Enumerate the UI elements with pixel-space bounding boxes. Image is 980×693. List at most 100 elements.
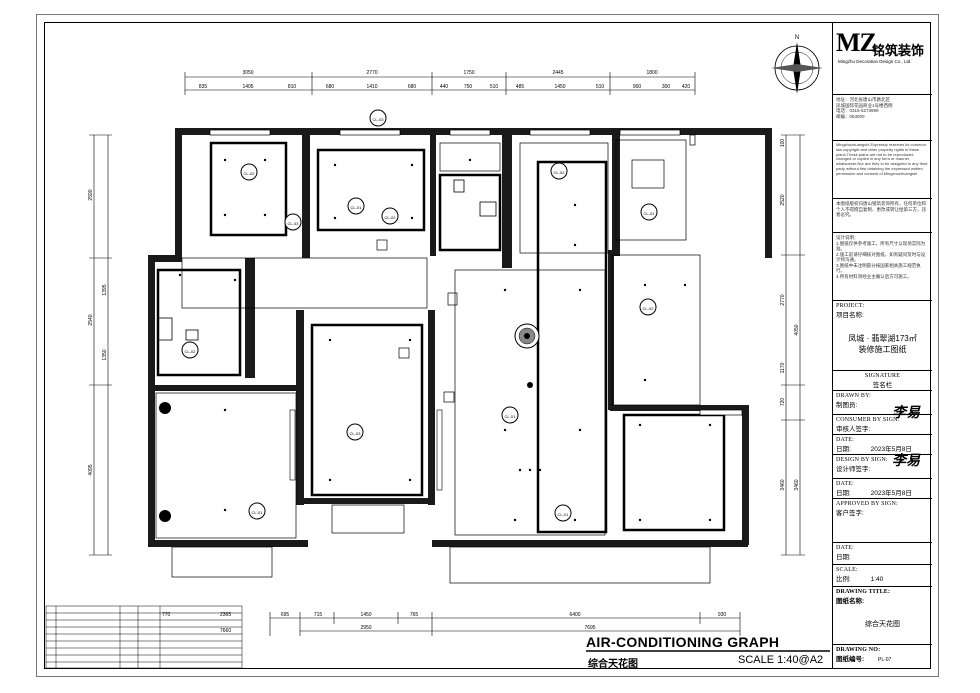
scale-label-cn: 比例: — [836, 576, 851, 583]
drawing-scale: SCALE 1:40@A2 — [738, 654, 824, 666]
left-dimension-text: 2590 1395 2540 1350 4095 — [88, 189, 108, 475]
project-name: 凤城 · 翡翠湖173㎡ — [848, 334, 917, 343]
svg-text:CL-01: CL-01 — [252, 510, 264, 515]
legend-dims: 770 2365 7660 — [162, 612, 231, 634]
tb-drawing-title: DRAWING TITLE: 图纸名称: 综合天花图 — [833, 586, 932, 644]
compass: N — [771, 35, 823, 94]
dim-bottom: 7695 — [584, 625, 595, 631]
address-line: 邮编：063000 — [836, 113, 865, 119]
project-label: PROJECT: — [836, 303, 865, 309]
drawing-no-label-cn: 图纸编号: — [836, 656, 865, 663]
date-value: 2023年5月8日 — [870, 490, 912, 497]
tb-date-2: DATE: 日期: 2023年5月8日 — [833, 478, 932, 498]
callout: CL-03 — [369, 109, 387, 127]
svg-text:CL-01: CL-01 — [351, 205, 363, 210]
dim-top-detail: 510 — [596, 84, 605, 90]
downlights — [178, 158, 712, 522]
design-by-label-cn: 设计师签字: — [836, 466, 871, 473]
dim-top-total: 3050 — [242, 70, 253, 76]
drawing-no-value: PL-07 — [877, 657, 892, 663]
dim-right: 100 — [780, 139, 786, 148]
project-label-cn: 项目名称: — [836, 312, 864, 319]
drawing-title-label-cn: 图纸名称: — [836, 598, 865, 605]
legend-dim: 2365 — [220, 612, 231, 618]
dim-top-detail: 440 — [440, 84, 449, 90]
windows — [171, 129, 743, 584]
svg-text:CL-02: CL-02 — [244, 171, 256, 176]
callout: CL-02 — [381, 207, 399, 225]
tb-address: 地址：河北省唐山市路北区 凤城国际花园商业1号楼西侧 电话：0315-52739… — [833, 94, 932, 140]
drawing-sheet — [44, 22, 931, 669]
tb-consumer: CONSUMER BY SIGN: 审核人签字: — [833, 414, 932, 434]
drawing-title-label: DRAWING TITLE: — [836, 589, 891, 595]
address-line: 电话：0315-5273999 — [836, 108, 879, 113]
callout: CL-01 — [554, 504, 572, 522]
company-name-en: Mingzhu Decoration Design Co., Ltd — [838, 59, 911, 64]
tb-design-by: DESIGN BY SIGN: 设计师签字: — [833, 454, 932, 478]
dim-bottom: 1450 — [360, 612, 371, 618]
consumer-label: CONSUMER BY SIGN: — [836, 417, 900, 423]
right-dimension-text: 100 2520 2770 4050 1170 720 3460 3460 — [780, 139, 800, 491]
tb-date-3: DATE: 日期: — [833, 542, 932, 564]
callout: CL-02 — [181, 341, 199, 359]
date-label-cn: 日期: — [836, 446, 851, 453]
dim-top-detail: 485 — [516, 84, 525, 90]
drawing-title-en: AIR-CONDITIONING GRAPH — [586, 634, 780, 650]
dim-top-total: 1800 — [646, 70, 657, 76]
dim-top-detail: 1405 — [242, 84, 253, 90]
tb-date-1: DATE: 日期: 2023年5月8日 — [833, 434, 932, 454]
date-label: DATE: — [836, 481, 854, 487]
top-dimension-text: 3050 2770 1750 2445 1800 835 1405 810 68… — [199, 70, 691, 90]
svg-text:CL-03: CL-03 — [288, 221, 300, 226]
callout: CL-01 — [347, 197, 365, 215]
signature-label-cn: 签名栏 — [872, 382, 893, 389]
callout: CL-01 — [501, 406, 519, 424]
dim-right: 2520 — [780, 194, 786, 205]
svg-text:CL-02: CL-02 — [554, 170, 566, 175]
outer-frame — [36, 14, 939, 677]
dim-bottom: 715 — [314, 612, 323, 618]
date-label: DATE: — [836, 437, 854, 443]
callout: CL-03 — [346, 423, 364, 441]
tb-copyright-en: Mingzhuzhuangshi Expressly reserves its … — [833, 140, 932, 198]
top-dimension-lines — [184, 72, 696, 95]
drawing-title-cn: 综合天花图 — [588, 659, 638, 670]
callout: CL-02 — [240, 163, 258, 181]
svg-text:CL-02: CL-02 — [385, 215, 397, 220]
dim-left: 1350 — [102, 349, 108, 360]
tb-notes: 设计说明： 1.图纸仅供参考施工，所有尺寸以现场实际为准。 2.施工前请仔细核对… — [833, 232, 932, 300]
svg-text:CL-02: CL-02 — [185, 349, 197, 354]
scale-label: SCALE: — [836, 567, 858, 573]
tb-drawn-by: DRAWN BY: 制图员: — [833, 390, 932, 414]
dim-top-detail: 680 — [326, 84, 335, 90]
handwritten-signature: 李易 — [892, 453, 920, 469]
drawing-name: 综合天花图 — [865, 621, 900, 628]
walls — [148, 128, 772, 547]
dim-bottom: 2950 — [360, 625, 371, 631]
dim-top-detail: 510 — [490, 84, 499, 90]
company-logo: MZ — [836, 28, 877, 57]
note-line: 1.图纸仅供参考施工，所有尺寸以现场实际为准。 — [836, 240, 926, 252]
ceiling-outlines — [156, 141, 726, 534]
dim-bottom: 930 — [718, 612, 727, 618]
tb-drawing-no: DRAWING NO: 图纸编号: PL-07 — [833, 644, 932, 669]
approved-label: APPROVED BY SIGN: — [836, 501, 898, 507]
date-label-cn: 日期: — [836, 490, 851, 497]
note-line: 2.施工前请仔细核对图纸，如有疑问及时与设计师沟通。 — [836, 251, 926, 263]
dim-left: 2590 — [88, 189, 94, 200]
signature-label: SIGNATURE — [864, 373, 901, 379]
callout: CL-02 — [639, 298, 657, 316]
dim-bottom: 765 — [410, 612, 419, 618]
tb-copyright-cn: 本图纸版权归唐山铭筑装饰所有，任何单位和个人不得擅自复制、更改或转让给第三方，违… — [833, 198, 932, 232]
fixtures — [157, 159, 665, 522]
note-line: 4.所有材料须经业主确认后方可施工。 — [836, 273, 912, 279]
dim-left: 2540 — [88, 314, 94, 325]
dim-top-detail: 835 — [199, 84, 208, 90]
dim-right: 1170 — [780, 362, 786, 373]
dim-top-total: 1750 — [463, 70, 474, 76]
title-block: 地址：河北省唐山市路北区 凤城国际花园商业1号楼西侧 电话：0315-52739… — [832, 22, 932, 669]
address-line: 凤城国际花园商业1号楼西侧 — [836, 102, 893, 108]
svg-text:CL-02: CL-02 — [643, 306, 655, 311]
ceiling-callouts: CL-02 CL-03 CL-01 CL-02 CL-03 CL-02 CL-0… — [181, 109, 658, 522]
